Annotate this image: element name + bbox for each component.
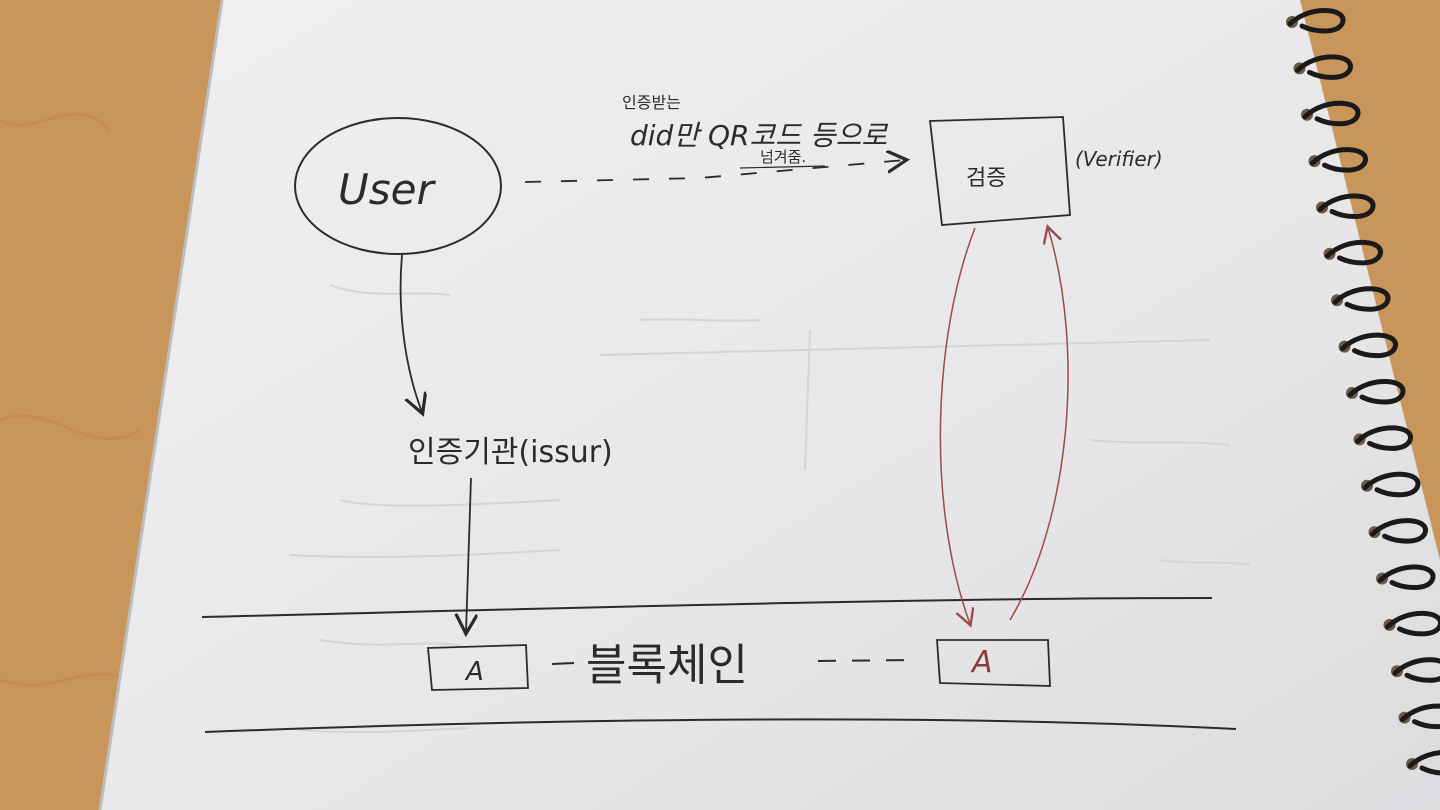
arrow-note-underline bbox=[739, 165, 826, 169]
block-left-outline bbox=[427, 644, 529, 691]
arrow-note-line1: 인증받는 bbox=[622, 93, 681, 112]
user-node-circle bbox=[294, 117, 502, 255]
issuer-to-block-arrow bbox=[466, 477, 471, 632]
binding-ring bbox=[1377, 564, 1436, 590]
binding-ring bbox=[1310, 147, 1368, 173]
block-right-outline bbox=[936, 639, 1051, 687]
notebook-page bbox=[100, 0, 1440, 810]
binding-ring bbox=[1332, 286, 1391, 312]
binding-ring bbox=[1407, 750, 1440, 776]
page-left-edge bbox=[98, 0, 224, 810]
binding-ring bbox=[1287, 8, 1346, 34]
block-to-verifier-red-arrow bbox=[1009, 228, 1069, 621]
block-left-label: A bbox=[464, 657, 484, 687]
verifier-box bbox=[928, 116, 1071, 226]
blockchain-band-bottom-line bbox=[204, 718, 1237, 733]
blockchain-dash-right bbox=[817, 659, 913, 662]
verifier-box-label: 검증 bbox=[966, 166, 1006, 191]
user-to-issuer-arrow bbox=[399, 254, 422, 412]
binding-ring bbox=[1392, 657, 1440, 683]
blockchain-dash-left bbox=[551, 662, 575, 665]
blockchain-band-top-line bbox=[201, 597, 1213, 618]
block-right-label: A bbox=[970, 645, 993, 680]
binding-ring bbox=[1400, 703, 1440, 730]
verifier-to-block-red-arrow bbox=[939, 227, 976, 624]
binding-ring bbox=[1325, 239, 1383, 266]
binding-ring bbox=[1340, 332, 1398, 359]
spiral-binding bbox=[1286, 8, 1440, 776]
binding-ring bbox=[1317, 193, 1376, 219]
binding-ring bbox=[1362, 471, 1421, 498]
arrow-note-line3: 넘겨줌. bbox=[760, 148, 806, 166]
binding-ring bbox=[1295, 54, 1353, 80]
binding-ring bbox=[1370, 518, 1428, 544]
binding-ring bbox=[1355, 425, 1413, 451]
show-through-marks bbox=[289, 284, 1251, 734]
issuer-label: 인증기관(issur) bbox=[408, 435, 613, 470]
binding-ring bbox=[1302, 100, 1361, 127]
blockchain-label: 블록체인 bbox=[586, 640, 748, 691]
binding-ring bbox=[1347, 379, 1406, 405]
arrow-note-line2: did만 QR코드 등으로 bbox=[630, 119, 888, 152]
user-node-label: User bbox=[338, 165, 436, 214]
verifier-role-label: (Verifier) bbox=[1075, 147, 1163, 171]
